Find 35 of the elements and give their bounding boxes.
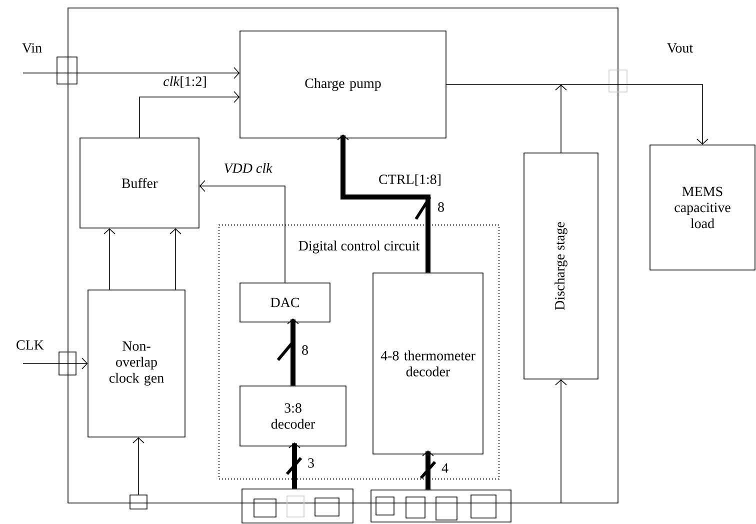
- pad-group: [370, 490, 512, 522]
- arrow: [199, 180, 286, 283]
- arrow: [104, 228, 116, 290]
- edge-label: Vout: [666, 42, 694, 54]
- bus-width-label: 8: [302, 345, 308, 355]
- pad-box: [130, 494, 148, 510]
- edge-label: CLK: [15, 339, 45, 351]
- bus-arrow: [276, 318, 299, 386]
- bus-arrow: [337, 134, 432, 273]
- arrow: [170, 228, 182, 290]
- block-box: Non-overlap clock gen: [88, 290, 186, 438]
- bus-width-label: 8: [438, 202, 444, 212]
- pad-group: [242, 488, 354, 524]
- arrow: [22, 67, 240, 79]
- arrow: [22, 358, 88, 370]
- block-box: Buffer: [80, 138, 200, 228]
- block-box: MEMS capacitive load: [650, 144, 756, 270]
- block-box: 3:8 decoder: [240, 386, 346, 446]
- bus-arrow: [420, 450, 436, 490]
- arrow: [555, 379, 567, 504]
- bus-width-label: 3: [308, 458, 314, 468]
- bus-arrow: [286, 442, 302, 489]
- arrow: [555, 84, 567, 153]
- edge-label: VDD clk: [222, 162, 274, 174]
- block-box: 4-8 thermometer decoder: [372, 272, 484, 454]
- arrow: [139, 91, 240, 138]
- edge-label: Vin: [20, 42, 44, 54]
- stage-box: Discharge stage: [524, 152, 598, 380]
- edge-label: clk[1:2]: [162, 75, 208, 89]
- edge-label: CTRL[1:8]: [378, 173, 442, 187]
- arrow: [132, 437, 144, 495]
- block-box: DAC: [240, 282, 330, 322]
- arrow: [446, 84, 708, 145]
- bus-width-label: 4: [442, 463, 448, 473]
- block-box: Charge pump: [240, 30, 446, 138]
